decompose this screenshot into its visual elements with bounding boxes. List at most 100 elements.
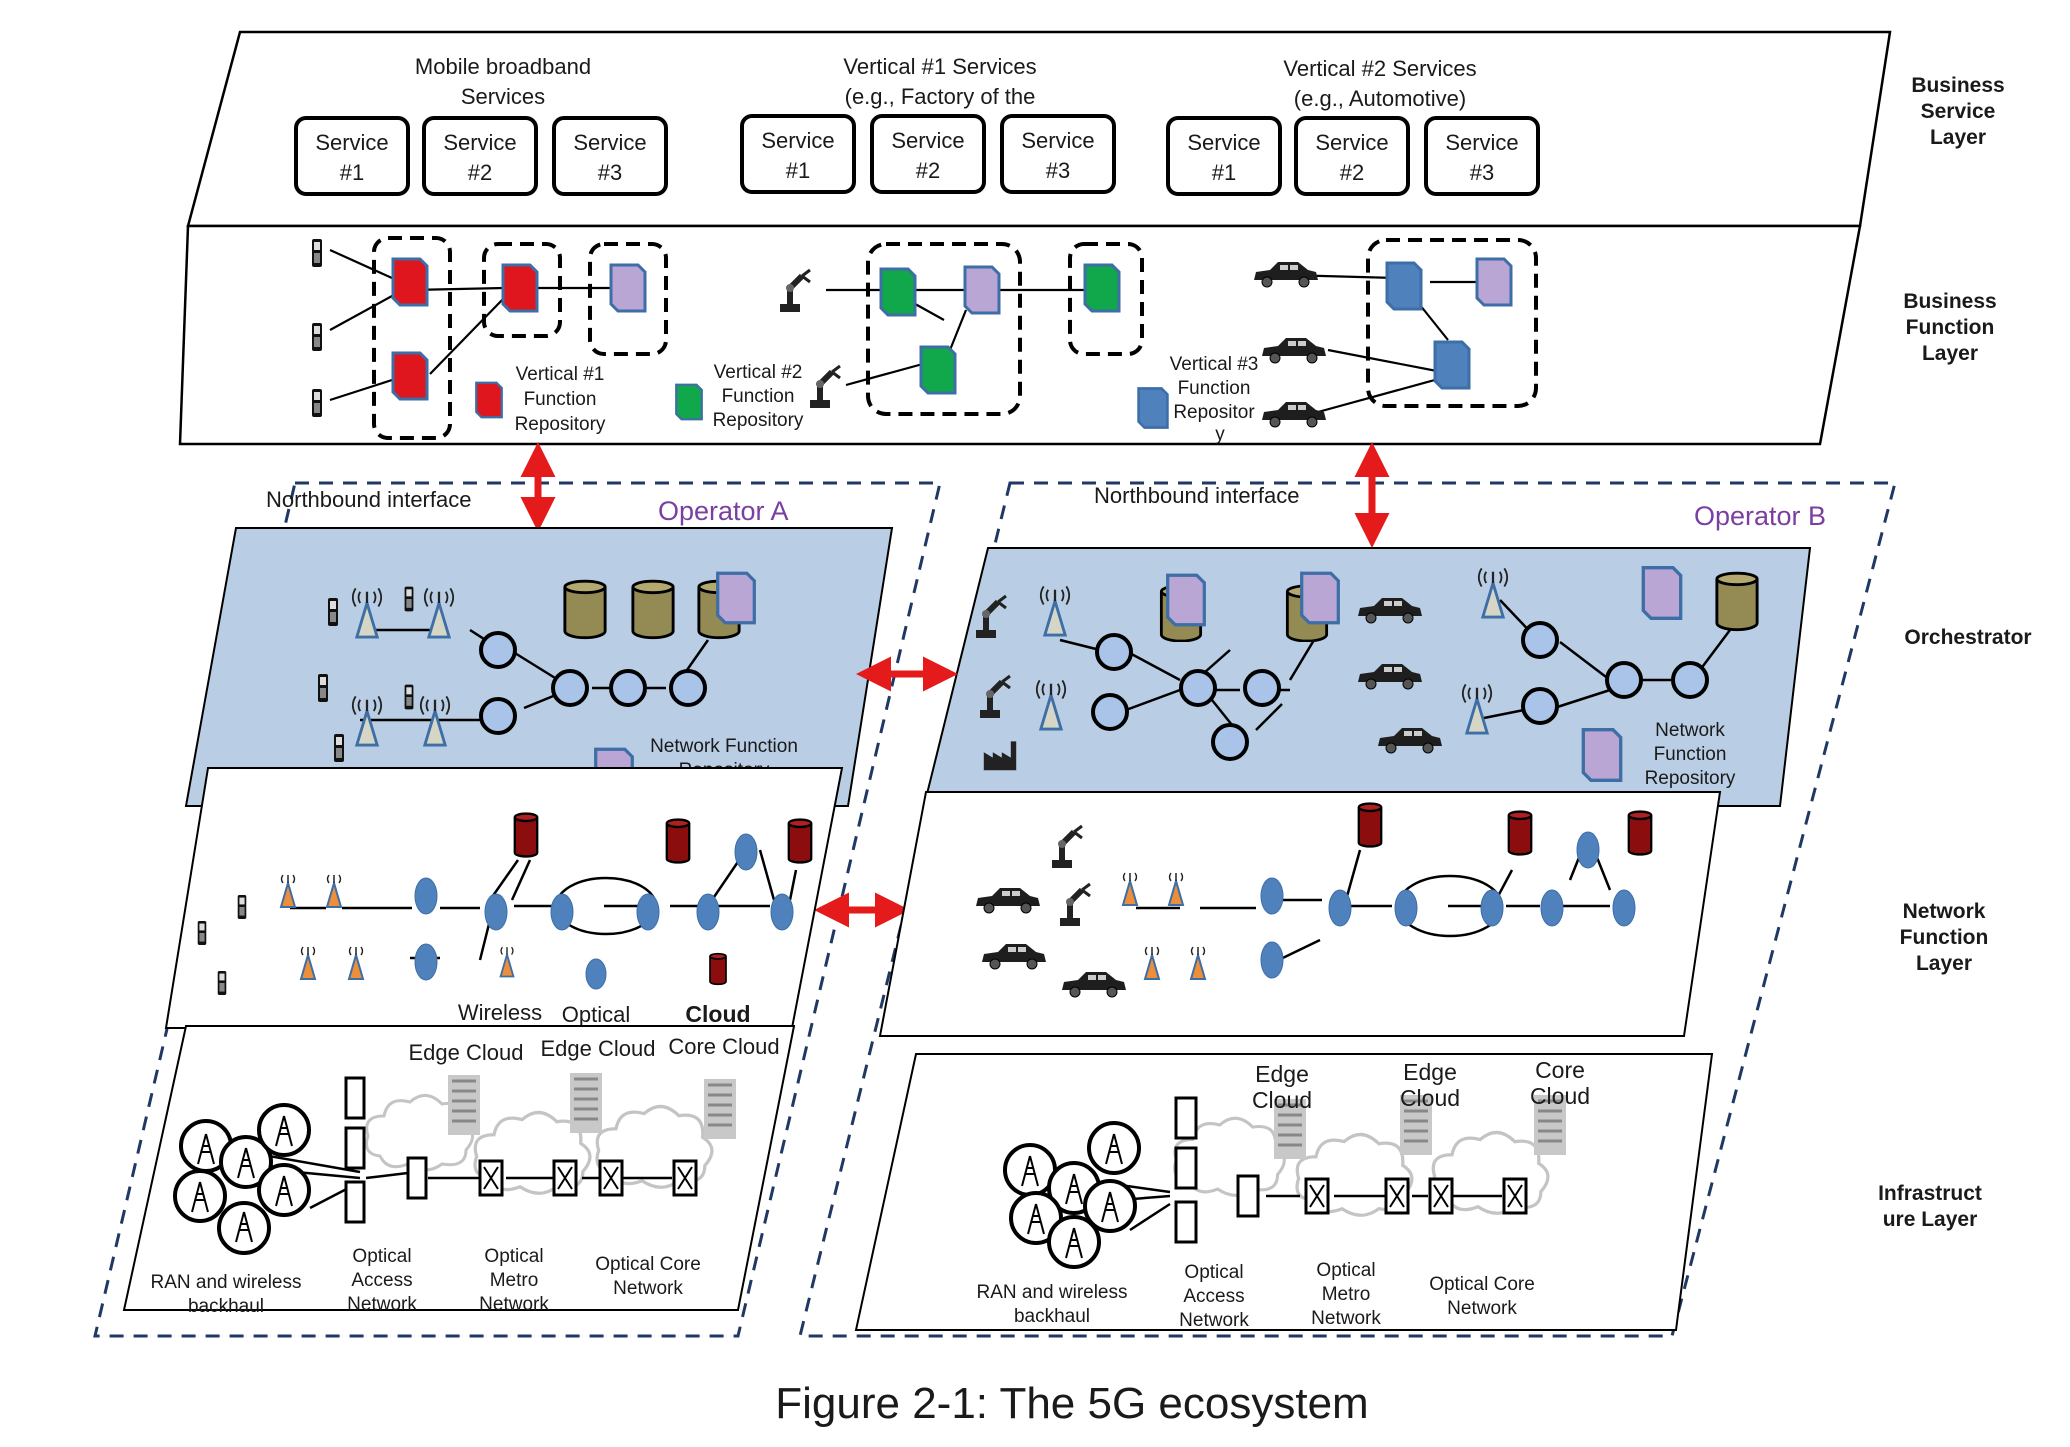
nf-repo-a-line1: Network Function (650, 736, 798, 757)
cloud-server-icon (665, 818, 691, 864)
svg-text:Service: Service (443, 130, 516, 155)
cloud-server-icon (1357, 802, 1383, 848)
access-a-line1: Optical (352, 1246, 411, 1267)
green-function-icon (879, 267, 917, 317)
cloud-legend-icon (709, 952, 727, 986)
red-function-icon (391, 257, 429, 307)
cloud-server-icon (513, 812, 539, 858)
repo3-line4: y (1215, 424, 1225, 445)
purple-function-icon (1641, 566, 1683, 620)
orchestrator-a: Network Function Repository (184, 527, 894, 807)
purple-function-icon (716, 571, 756, 625)
metro-a-line3: Network (479, 1294, 549, 1315)
optical-node (734, 833, 758, 871)
svg-text:#3: #3 (1046, 158, 1070, 183)
operator-b-label: Operator B (1694, 501, 1826, 531)
infrastructure-layer-b: Edge Cloud Edge Cloud Core Cloud RAN and… (854, 1053, 1714, 1331)
business-function-layer: Vertical #1 Function Repository Vertical… (178, 224, 1862, 446)
phone-icon (312, 239, 322, 267)
repo1-line1: Vertical #1 (516, 364, 605, 385)
network-node (1605, 661, 1643, 699)
optical-node (1576, 831, 1600, 869)
operator-a-region (93, 481, 942, 1338)
access-a-line2: Access (351, 1270, 412, 1291)
network-node (1243, 669, 1281, 707)
purple-function-icon (1581, 728, 1623, 782)
access-switch (344, 1126, 366, 1170)
svg-text:Service: Service (573, 130, 646, 155)
optical-node (770, 893, 794, 931)
repo2-line2: Function (722, 386, 795, 407)
phone-icon (197, 921, 207, 945)
aggregation-switch (1236, 1174, 1260, 1218)
service-box: Service #2 (422, 116, 538, 196)
repo1-line3: Repository (515, 414, 606, 435)
aggregation-switch (406, 1156, 428, 1200)
legend-wireless: Wireless (458, 1000, 542, 1025)
purple-function-icon (1166, 573, 1206, 627)
core-a-line1: Optical Core (595, 1254, 701, 1275)
svg-text:Service: Service (1315, 130, 1388, 155)
phone-icon (334, 734, 344, 762)
phone-icon (237, 895, 247, 919)
label-business-service-2: Service (1921, 100, 1996, 123)
svg-text:Service: Service (1021, 128, 1094, 153)
service-box: Service #3 (552, 116, 668, 196)
optical-node (1480, 889, 1504, 927)
network-node (551, 669, 589, 707)
metro-a-line2: Metro (490, 1270, 539, 1291)
svg-text:Service: Service (315, 130, 388, 155)
core-switch-icon (672, 1159, 698, 1197)
orchestrator-b: Network Function Repository (922, 547, 1812, 807)
edge-cloud-a2: Edge Cloud (541, 1036, 656, 1061)
network-node (1671, 661, 1709, 699)
metro-a-line1: Optical (484, 1246, 543, 1267)
label-network-function-2: Function (1900, 926, 1989, 949)
label-orchestrator: Orchestrator (1904, 626, 2031, 649)
svg-text:Service: Service (891, 128, 964, 153)
optical-node (1612, 889, 1636, 927)
optical-node (696, 893, 720, 931)
group-title-vertical2-1: Vertical #2 Services (1283, 56, 1476, 81)
edge-cloud-b2-line1: Edge (1403, 1059, 1457, 1085)
repo2-line3: Repository (713, 410, 804, 431)
optical-node (1540, 889, 1564, 927)
optical-node (1260, 877, 1284, 915)
northbound-label-b: Northbound interface (1094, 483, 1299, 508)
infrastructure-layer-a: Edge Cloud Edge Cloud Core Cloud RAN and… (122, 1025, 796, 1317)
group-title-mobile-1: Mobile broadband (415, 54, 591, 79)
legend-optical: Optical (562, 1002, 630, 1027)
operator-b-region (798, 481, 1897, 1338)
edge-cloud-b1-line1: Edge (1255, 1061, 1309, 1087)
network-node (609, 669, 647, 707)
layer-labels: Business Service Layer Business Function… (1878, 74, 2032, 1231)
metro-b-line2: Metro (1322, 1284, 1371, 1305)
network-node (1095, 633, 1133, 671)
optical-node (550, 893, 574, 931)
label-network-function-3: Layer (1916, 952, 1972, 975)
blue-function-icon (1385, 261, 1423, 311)
purple-function-icon (609, 263, 647, 313)
repo3-line2: Function (1178, 378, 1251, 399)
green-function-icon (919, 345, 957, 395)
cloud-server-icon (1627, 810, 1653, 856)
label-infrastructure-1: Infrastruct (1878, 1182, 1982, 1205)
access-b-line3: Network (1179, 1310, 1249, 1331)
ran-a-line1: RAN and wireless (151, 1272, 302, 1293)
nf-repo-b-line1: Network (1655, 720, 1725, 741)
core-switch-icon (1502, 1177, 1528, 1215)
label-infrastructure-2: ure Layer (1883, 1208, 1978, 1231)
edge-cloud-a1: Edge Cloud (409, 1040, 524, 1065)
edge-server-icon (568, 1071, 604, 1135)
phone-icon (217, 971, 227, 995)
purple-function-icon (1475, 257, 1513, 307)
service-box: Service #1 (740, 114, 856, 194)
access-b-line2: Access (1183, 1286, 1244, 1307)
purple-function-icon (1300, 571, 1340, 625)
access-a-line3: Network (347, 1294, 417, 1315)
access-switch (1174, 1200, 1198, 1244)
blue-function-icon (1433, 340, 1471, 390)
svg-text:Service: Service (1187, 130, 1260, 155)
nf-repo-b-line2: Function (1654, 744, 1727, 765)
repo2-line1: Vertical #2 (714, 362, 803, 383)
